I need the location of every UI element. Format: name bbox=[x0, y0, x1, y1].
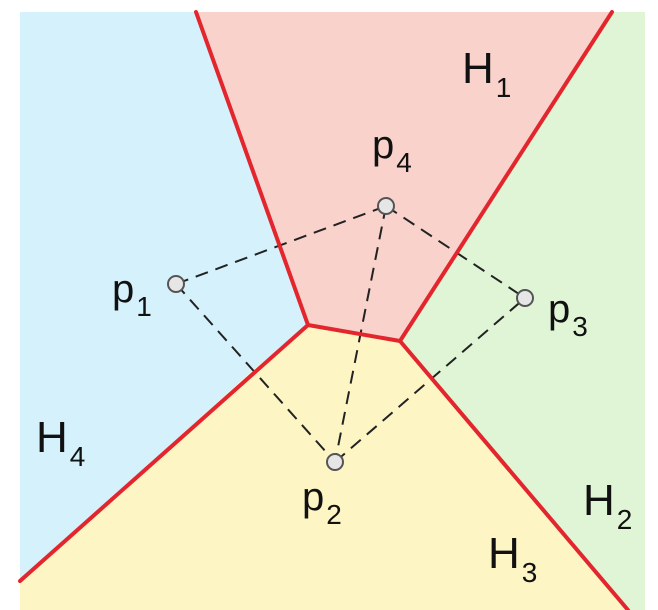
point-p4 bbox=[377, 197, 395, 215]
label-p3: p3 bbox=[548, 287, 588, 342]
points bbox=[167, 197, 534, 471]
point-p3 bbox=[516, 289, 534, 307]
boundary-h1-h4 bbox=[194, 10, 310, 327]
boundary-h3-h4 bbox=[18, 323, 310, 583]
label-h2: H2 bbox=[583, 476, 632, 535]
label-p1: p1 bbox=[112, 267, 152, 322]
boundary-h1-h3 bbox=[306, 323, 402, 343]
region-boundaries bbox=[18, 10, 630, 610]
point-p2 bbox=[326, 453, 344, 471]
region-h1 bbox=[196, 12, 612, 341]
label-h4: H4 bbox=[36, 413, 85, 472]
label-p4: p4 bbox=[372, 123, 412, 178]
label-p2: p2 bbox=[302, 475, 342, 530]
region-h3 bbox=[20, 325, 628, 610]
boundary-h1-h2 bbox=[398, 10, 614, 343]
point-p1 bbox=[167, 275, 185, 293]
dashed-edge-p1-p2 bbox=[175, 283, 336, 463]
region-h2 bbox=[400, 12, 645, 610]
region-h4 bbox=[20, 12, 308, 581]
boundary-h2-h3 bbox=[398, 339, 630, 610]
label-h1: H1 bbox=[462, 44, 511, 103]
label-h3: H3 bbox=[488, 529, 537, 588]
dashed-edge-p4-p3 bbox=[385, 205, 526, 299]
